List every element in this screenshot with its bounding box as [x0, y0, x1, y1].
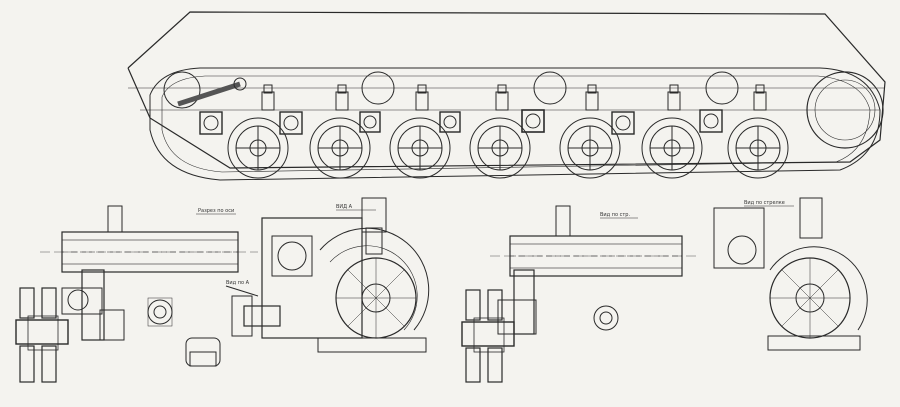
track-outline	[149, 67, 884, 181]
road-wheel	[227, 117, 289, 179]
right-center-note: Вид по стр.	[600, 212, 630, 218]
left-bearing-detail	[147, 297, 173, 327]
road-wheel	[309, 117, 371, 179]
right-spring-housing	[713, 197, 868, 351]
left-small-note: Вид по А	[226, 280, 250, 286]
right-top-note: Вид по стрелке	[744, 200, 785, 206]
road-wheels	[227, 117, 789, 179]
left-center-note: ВИД А	[336, 204, 353, 210]
right-axle-housing	[490, 205, 700, 277]
road-wheel	[641, 117, 703, 179]
road-wheel	[727, 117, 789, 179]
suspension-hubs	[199, 109, 723, 135]
left-wheel-hub-section	[15, 287, 69, 383]
left-axle-housing	[40, 205, 258, 273]
left-bracket-detail	[185, 337, 221, 367]
road-wheel	[469, 117, 531, 179]
left-arm-assembly	[61, 269, 125, 341]
road-wheel	[389, 117, 451, 179]
idler-arm	[177, 77, 247, 107]
left-small-part-detail	[225, 285, 281, 337]
road-wheel	[559, 117, 621, 179]
shock-absorbers	[261, 84, 767, 111]
left-housing-note: Разрез по оси	[198, 208, 234, 214]
left-spring-housing	[261, 197, 430, 353]
right-bearing-detail	[593, 305, 619, 331]
leader-lines	[196, 205, 794, 219]
right-wheel-hub-section	[461, 289, 515, 383]
return-rollers	[163, 71, 739, 109]
right-arm-assembly	[497, 269, 537, 335]
